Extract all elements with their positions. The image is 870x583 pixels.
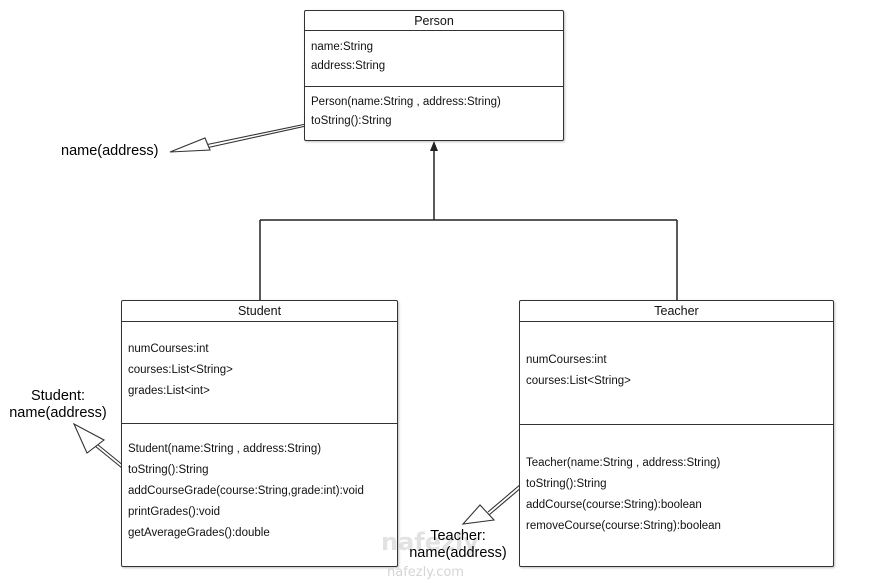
person-attribute-address: address:String [311,60,386,72]
teacher-class-box: Teacher numCourses:int courses:List<Stri… [519,300,834,567]
student-attribute-grades: grades:List<int> [128,385,210,397]
student-class-title: Student [122,301,397,322]
teacher-note-line1: Teacher: [430,528,486,544]
person-attribute-name: name:String [311,41,374,53]
student-note-line2: name(address) [9,405,107,421]
student-class-box: Student numCourses:int courses:List<Stri… [121,300,398,567]
student-method-getaveragegrades: getAverageGrades():double [128,527,270,539]
person-method-constructor: Person(name:String , address:String) [311,96,501,108]
student-note-line1: Student: [30,388,85,404]
teacher-note-line2: name(address) [409,545,507,561]
teacher-attribute-numcourses: numCourses:int [526,354,607,366]
teacher-attribute-courses: courses:List<String> [526,375,631,387]
student-method-printgrades: printGrades():void [128,506,221,518]
person-method-tostring: toString():String [311,115,392,127]
person-class-title: Person [305,11,563,31]
teacher-method-addcourse: addCourse(course:String):boolean [526,499,702,511]
teacher-class-title: Teacher [520,301,833,322]
watermark-url: nafezly.com [387,565,464,580]
person-class-box: Person name:String address:String Person… [304,10,564,141]
student-attributes-section: numCourses:int courses:List<String> grad… [122,322,397,424]
student-attribute-numcourses: numCourses:int [128,343,209,355]
teacher-method-tostring: toString():String [526,478,607,490]
teacher-method-constructor: Teacher(name:String , address:String) [526,457,721,469]
student-method-tostring: toString():String [128,464,209,476]
person-tostring-note: name(address) [61,143,159,159]
person-methods-section: Person(name:String , address:String) toS… [305,87,563,140]
student-note-arrow [72,422,125,469]
student-tostring-note: Student: name(address) [6,388,110,422]
person-attributes-section: name:String address:String [305,31,563,87]
student-methods-section: Student(name:String , address:String) to… [122,424,397,566]
teacher-note-arrow [461,483,523,525]
teacher-methods-section: Teacher(name:String , address:String) to… [520,425,833,566]
student-method-addcoursegrade: addCourseGrade(course:String,grade:int):… [128,485,364,497]
teacher-method-removecourse: removeCourse(course:String):boolean [526,520,721,532]
watermark-logo: nafezly [381,528,479,556]
inheritance-arrowhead [430,141,438,151]
teacher-attributes-section: numCourses:int courses:List<String> [520,322,833,425]
person-note-arrow [169,123,307,153]
student-method-constructor: Student(name:String , address:String) [128,443,322,455]
student-attribute-courses: courses:List<String> [128,364,233,376]
teacher-tostring-note: Teacher: name(address) [402,528,514,562]
